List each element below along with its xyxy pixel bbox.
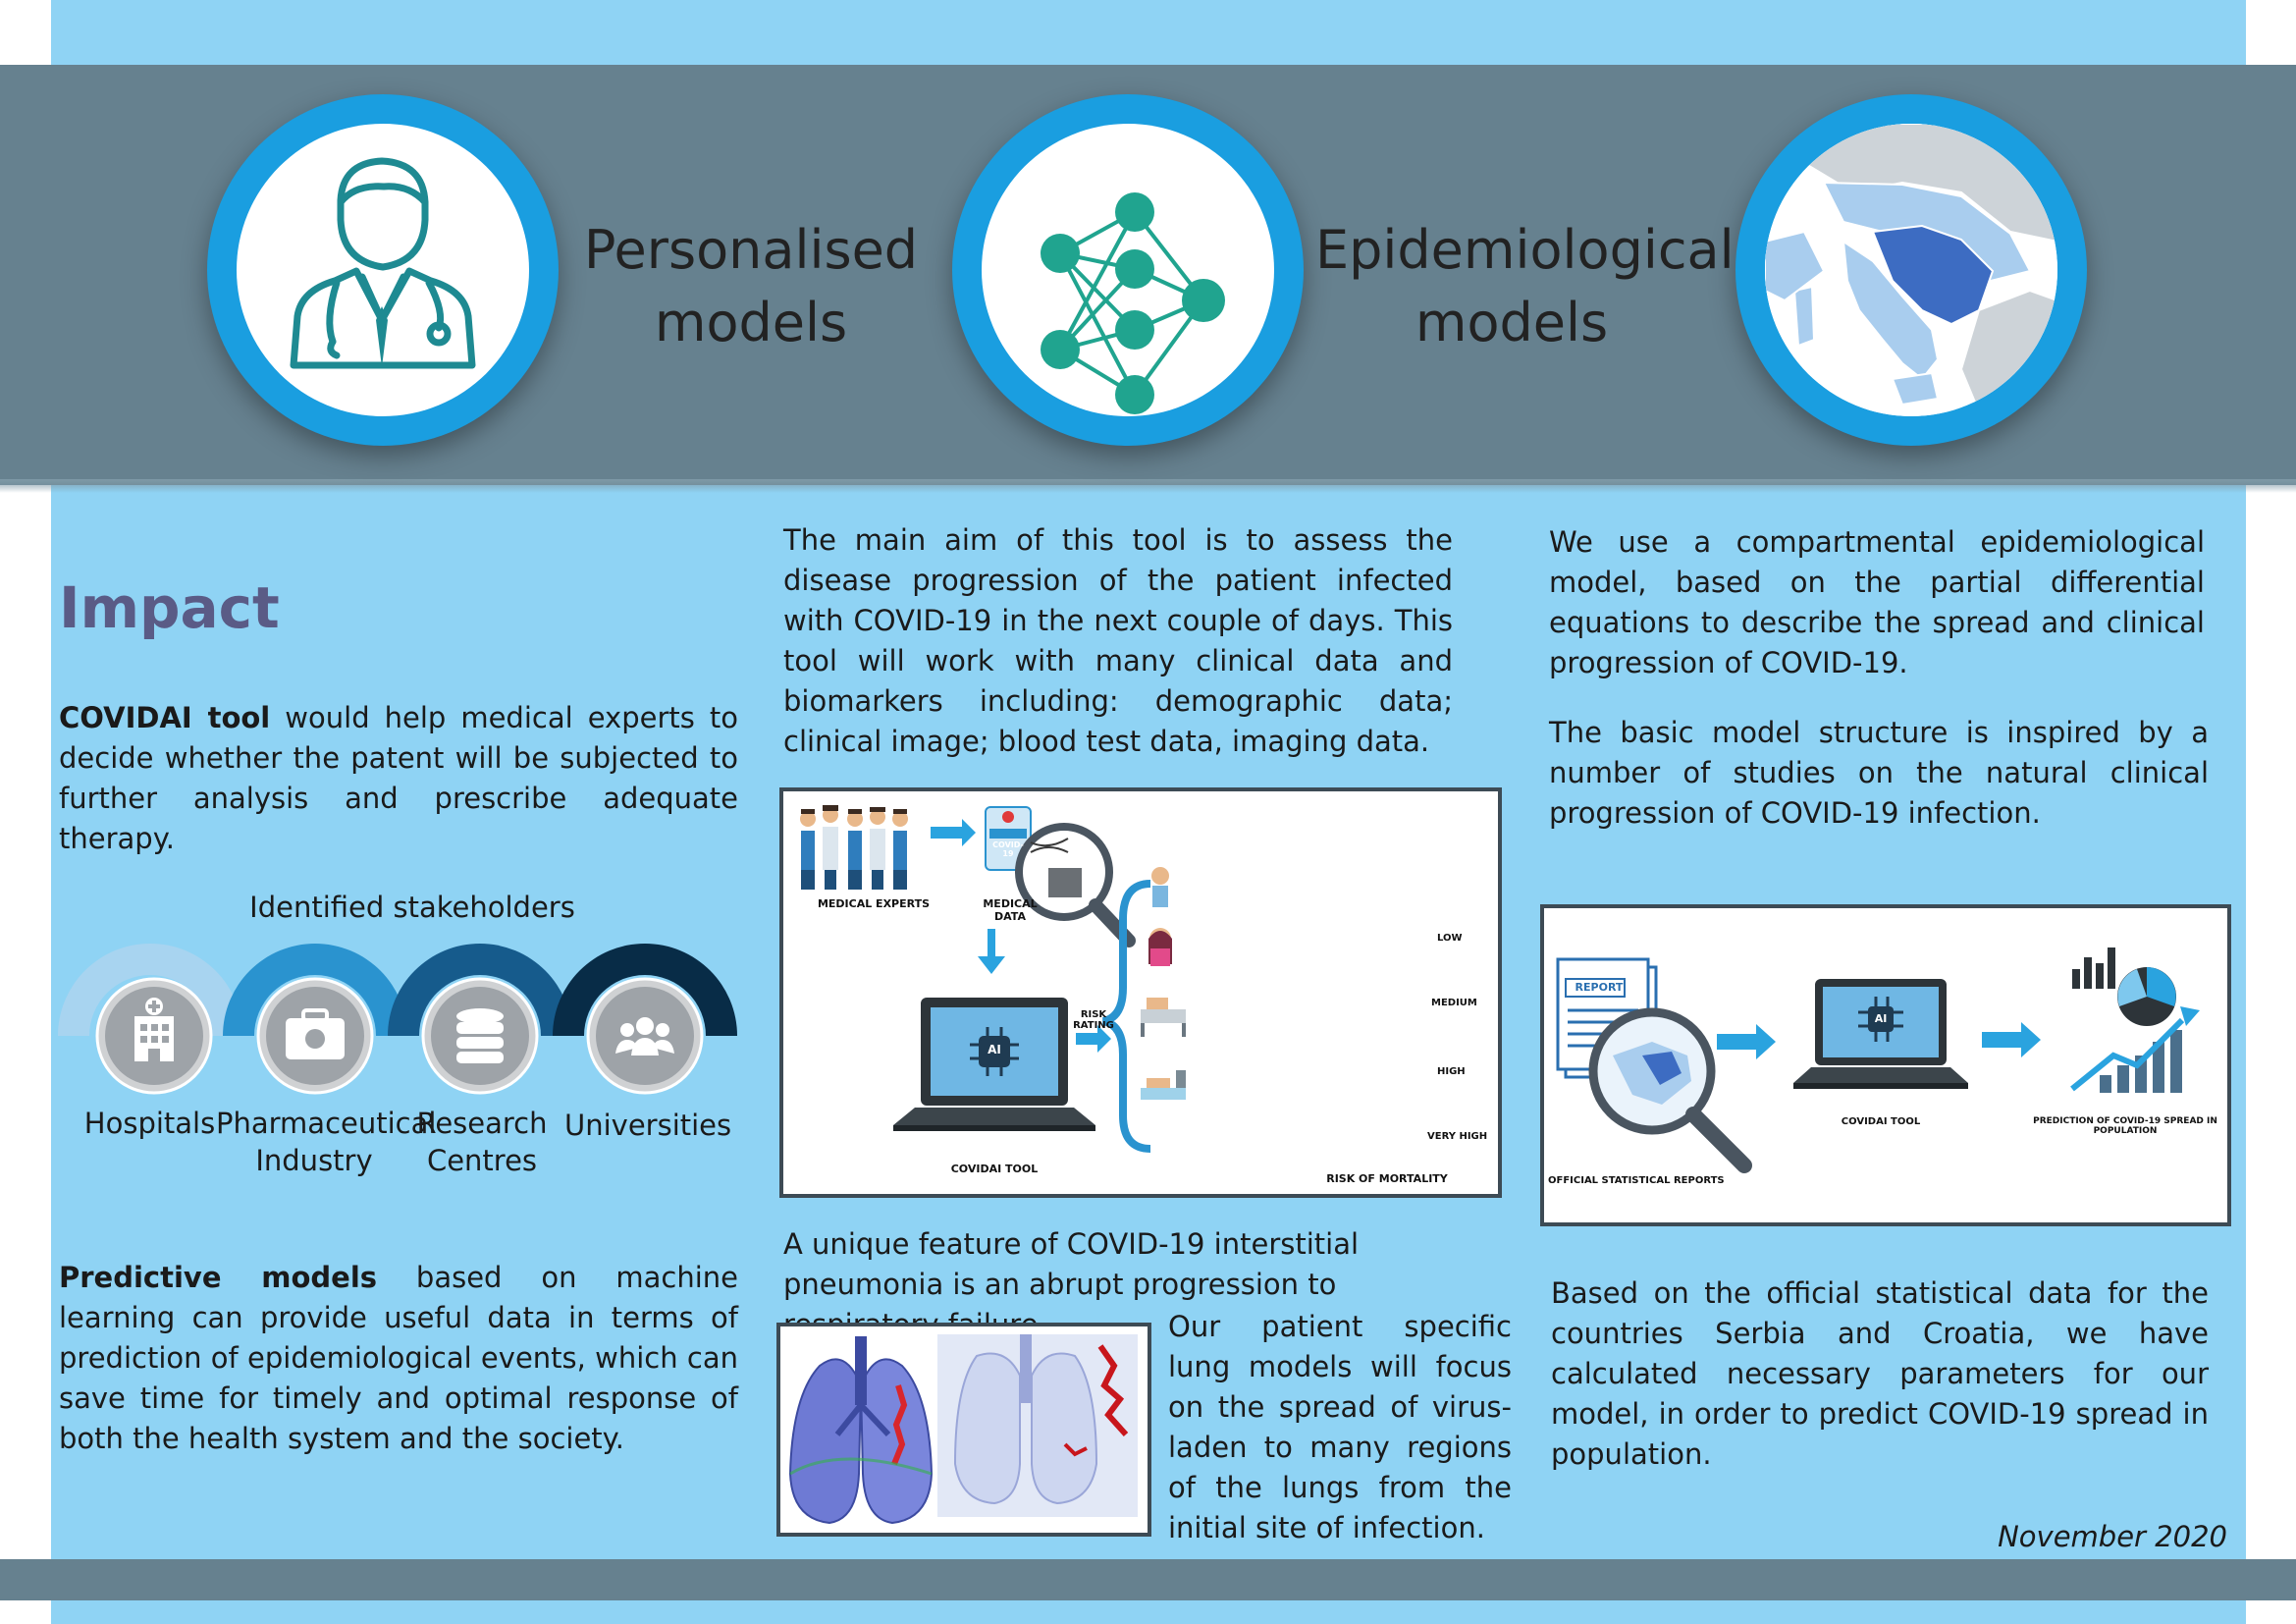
predictive-paragraph: Predictive models based on machine learn…	[59, 1258, 738, 1459]
impact-heading: Impact	[59, 574, 280, 641]
predictive-paragraph-text: based on machine learning can provide us…	[59, 1261, 738, 1455]
tool-ai-chip-label: AI	[1874, 1012, 1888, 1025]
covidai-risk-figure: MEDICAL EXPERTS MEDICAL DATA COVID-19 RI…	[779, 787, 1502, 1198]
date-label: November 2020	[1998, 1520, 2227, 1553]
database-icon	[421, 977, 539, 1095]
lung-model-graphics	[780, 1326, 1148, 1533]
epidemiological-figure-graphics	[1556, 947, 2200, 1173]
covid-badge-label: COVID-19	[992, 840, 1024, 858]
stakeholder-research-label: Research Centres	[416, 1107, 548, 1177]
magnifier-icon	[1015, 823, 1136, 947]
arrow-to-data-icon	[931, 819, 976, 846]
risk-level-high: HIGH	[1437, 1066, 1466, 1077]
laptop-icon	[893, 998, 1095, 1131]
compartment-paragraph: We use a compartmental epidemiological m…	[1549, 525, 2205, 679]
universities-arc	[553, 944, 737, 1036]
official-data-paragraph: Based on the official statistical data f…	[1551, 1276, 2209, 1471]
personalised-title-line2: models	[654, 292, 848, 353]
arrow-to-risk-icon	[1076, 1025, 1111, 1053]
doctor-icon	[290, 157, 476, 369]
doctor-circle	[207, 94, 559, 446]
epidemiological-figure: REPORT OFFICIAL STATISTICAL REPORTS AI C…	[1540, 904, 2231, 1226]
medical-data-label: MEDICAL DATA	[983, 897, 1038, 923]
balkan-map-icon	[1765, 124, 2057, 416]
lung-mesh-icon	[788, 1336, 934, 1525]
pharmaceutical-arc	[223, 944, 407, 1036]
risk-level-low: LOW	[1437, 933, 1463, 944]
map-circle	[1735, 94, 2087, 446]
risk-of-mortality-label: RISK OF MORTALITY	[1326, 1172, 1448, 1185]
covidai-tool-label: COVIDAI TOOL	[950, 1163, 1039, 1175]
prediction-chart-icon	[2070, 947, 2200, 1093]
epidemiological-title-line1: Epidemiological	[1315, 219, 1735, 281]
report-label: REPORT	[1575, 981, 1624, 994]
epidemiological-title-line2: models	[1415, 292, 1609, 353]
medkit-icon	[256, 977, 374, 1095]
lung-model-figure	[776, 1323, 1151, 1537]
map-magnifier-icon	[1588, 1007, 1752, 1173]
arrow-to-tool-icon	[1717, 1024, 1776, 1059]
risk-level-medium: MEDIUM	[1431, 998, 1477, 1008]
medical-experts-label: MEDICAL EXPERTS	[817, 897, 931, 910]
prediction-label: PREDICTION OF COVID-19 SPREAD IN POPULAT…	[2033, 1116, 2217, 1136]
medical-experts-illustration	[800, 805, 908, 890]
laptop-tool-icon	[1793, 979, 1968, 1089]
stakeholder-pharmaceutical-label: Pharmaceutical Industry	[216, 1107, 437, 1177]
arrow-down-icon	[978, 929, 1005, 974]
epidemiological-models-title: Epidemiological models	[1315, 214, 1735, 359]
basic-model-paragraph: The basic model structure is inspired by…	[1549, 716, 2209, 830]
patient-figures	[1141, 867, 1186, 1100]
predictive-bold-label: Predictive models	[59, 1261, 378, 1294]
research-arc	[388, 944, 572, 1036]
lung-spread-icon	[937, 1334, 1138, 1517]
footer-band	[0, 1559, 2296, 1600]
covidai-paragraph: COVIDAI tool would help medical experts …	[59, 698, 738, 859]
covidai-figure-graphics	[800, 805, 1186, 1153]
hospital-icon	[95, 977, 213, 1095]
official-reports-label: OFFICIAL STATISTICAL REPORTS	[1548, 1175, 1725, 1186]
tool-label: COVIDAI TOOL	[1841, 1116, 1921, 1127]
stakeholders-arcs	[58, 944, 737, 1095]
hospitals-arc	[58, 944, 242, 1036]
covidai-paragraph-text: would help medical experts to decide whe…	[59, 701, 738, 855]
header-shadow	[0, 479, 2296, 493]
neural-network-icon	[1041, 192, 1225, 414]
neural-network-circle	[952, 94, 1304, 446]
lung-paragraph: Our patient specific lung models will fo…	[1168, 1310, 1512, 1544]
stakeholder-universities-label: Universities	[564, 1109, 732, 1142]
covidai-bold-label: COVIDAI tool	[59, 701, 271, 734]
risk-level-very-high: VERY HIGH	[1427, 1131, 1488, 1142]
brace-icon	[1101, 880, 1151, 1153]
ai-chip-label: AI	[988, 1043, 1001, 1056]
risk-rating-label: RISK RATING	[1073, 1009, 1114, 1031]
stakeholders-title: Identified stakeholders	[249, 891, 575, 924]
stakeholder-hospitals-label: Hospitals	[83, 1107, 216, 1140]
personalised-models-title: Personalised models	[579, 214, 923, 359]
arrow-to-prediction-icon	[1982, 1022, 2041, 1057]
people-icon	[586, 977, 704, 1095]
aim-paragraph: The main aim of this tool is to assess t…	[783, 523, 1453, 758]
personalised-title-line1: Personalised	[583, 219, 919, 281]
